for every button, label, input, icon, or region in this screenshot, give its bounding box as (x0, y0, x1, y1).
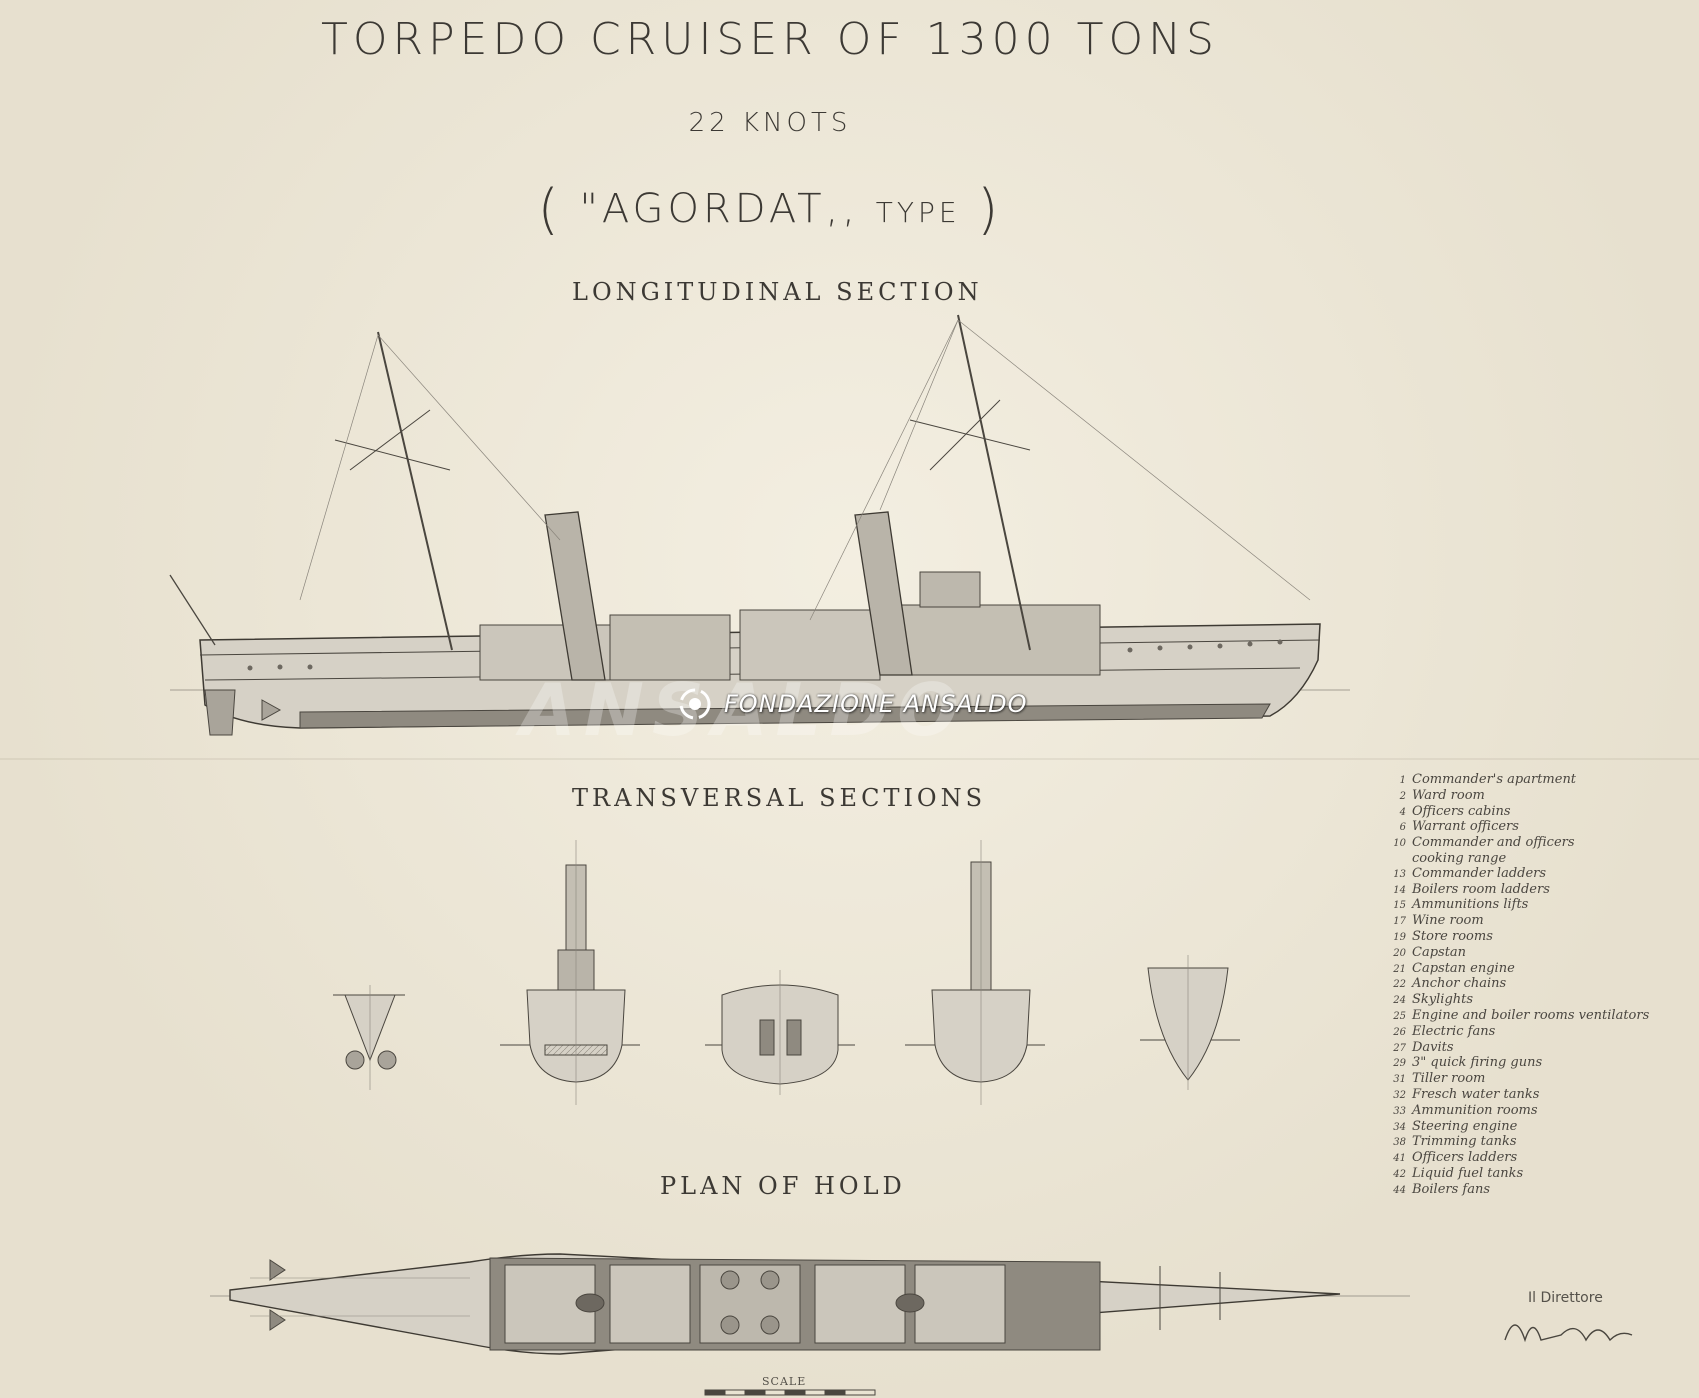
watermark-text: FONDAZIONE ANSALDO (724, 690, 1028, 718)
transversal-section-fore-funnel (905, 840, 1045, 1105)
legend-item: cooking range (1412, 850, 1507, 866)
transversal-sections-drawing (333, 840, 1240, 1105)
director-label: Il Direttore (1528, 1290, 1603, 1306)
transversal-section-engine (705, 970, 855, 1095)
main-title: TORPEDO CRUISER OF 1300 TONS (321, 14, 1219, 65)
longitudinal-section-label: LONGITUDINAL SECTION (572, 278, 983, 306)
fold-crease (0, 758, 1699, 760)
scale-bar (704, 1389, 876, 1396)
transversal-section-stern (333, 985, 405, 1090)
open-paren: ( (537, 178, 563, 241)
scale-label: SCALE (762, 1375, 807, 1388)
close-paren: ) (977, 178, 1003, 241)
plan-of-hold-drawing (210, 1253, 1410, 1355)
watermark: FONDAZIONE ANSALDO (678, 684, 1027, 724)
type-subtitle: ( "AGORDAT,, TYPE ) (0, 178, 1540, 241)
longitudinal-section-drawing (169, 314, 1350, 736)
ship-name: "AGORDAT,, (579, 186, 860, 232)
type-word: TYPE (875, 196, 961, 229)
mast-aft (377, 331, 453, 651)
funnel-fore (854, 511, 913, 676)
signature-scribble (1504, 1324, 1633, 1343)
plan-of-hold-label: PLAN OF HOLD (660, 1172, 906, 1200)
watermark-ghost-text: ANSALDO (520, 668, 967, 752)
speed-subtitle: 22 KNOTS (688, 108, 852, 138)
transversal-section-bow (1140, 955, 1240, 1090)
funnel-aft (544, 511, 606, 681)
transversal-section-aft-funnel (500, 840, 640, 1105)
ansaldo-logo-icon (679, 688, 711, 720)
transversal-sections-label: TRANSVERSAL SECTIONS (572, 784, 987, 812)
mast-fore (957, 314, 1031, 651)
